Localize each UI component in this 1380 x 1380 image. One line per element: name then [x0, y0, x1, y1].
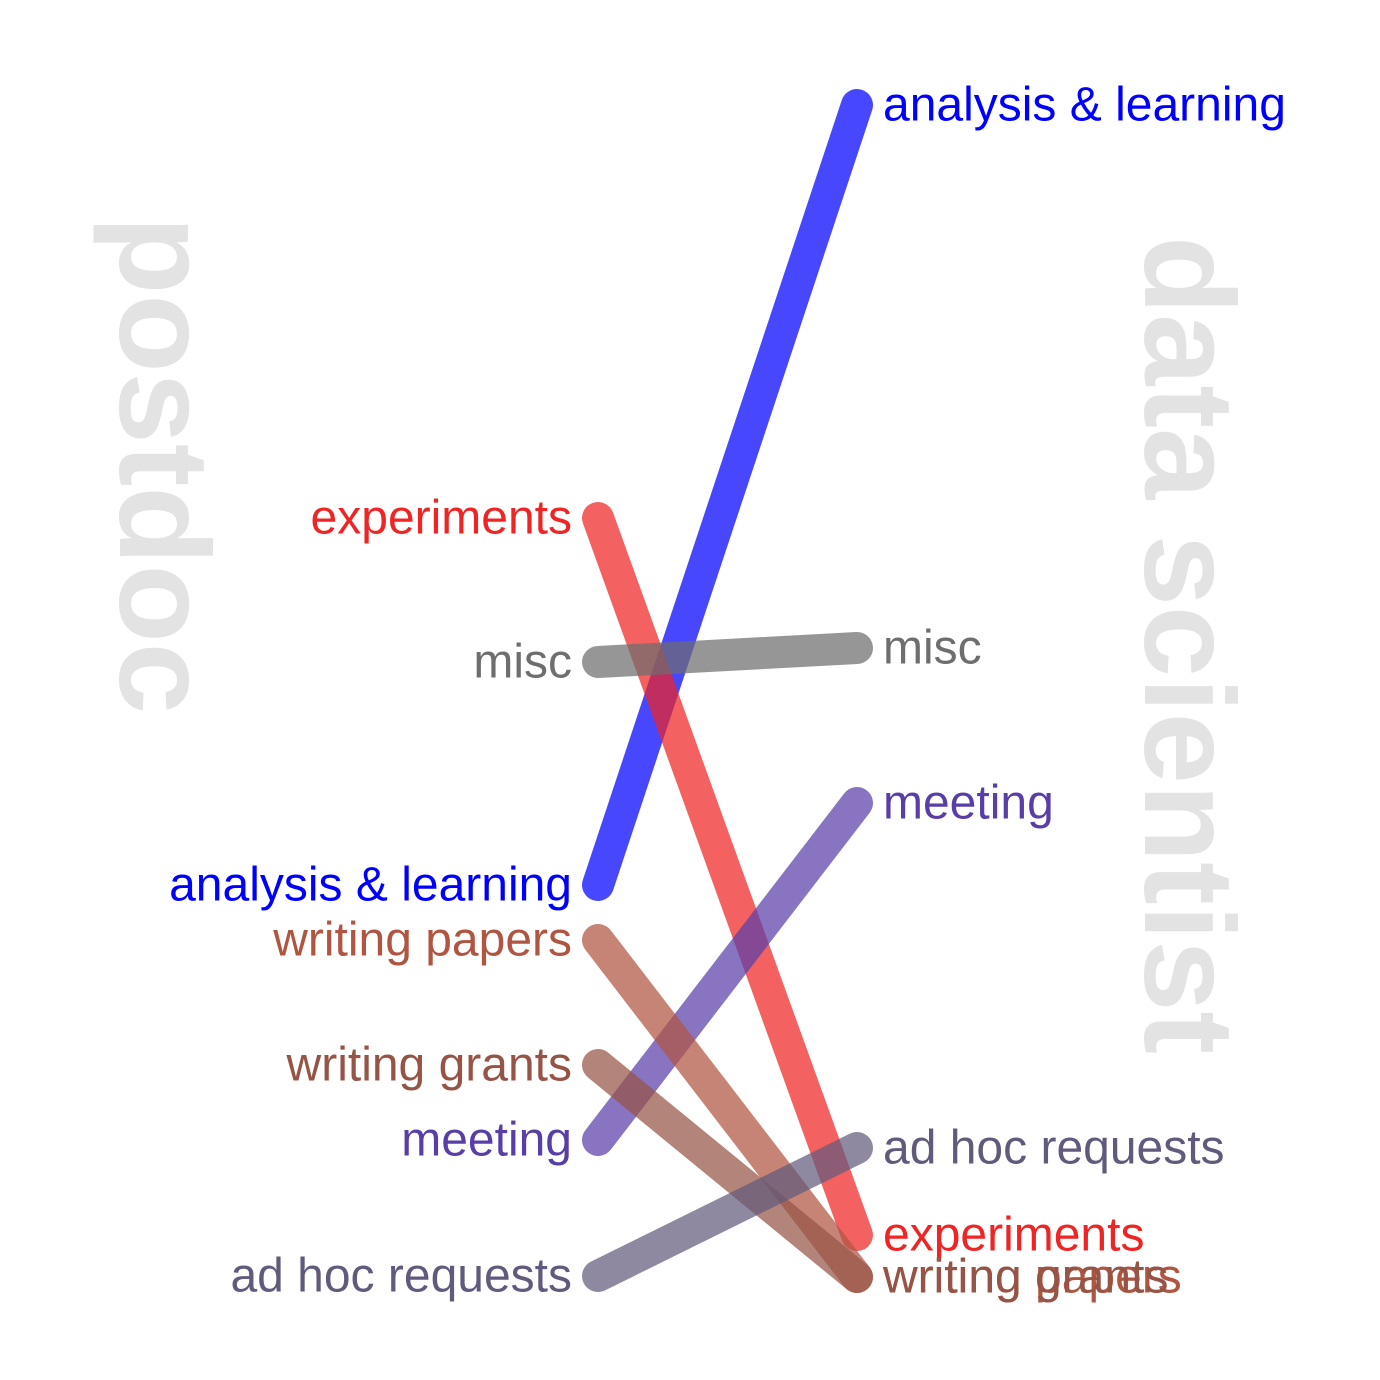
left-label-meeting: meeting	[401, 1114, 572, 1167]
right-label-ad-hoc-requests: ad hoc requests	[883, 1122, 1225, 1175]
right-label-writing-papers: writing papers	[882, 1251, 1182, 1304]
series-line-analysis-learning	[582, 89, 873, 901]
right-label-misc: misc	[883, 622, 982, 675]
left-axis-title: postdoc	[92, 216, 235, 714]
left-label-ad-hoc-requests: ad hoc requests	[230, 1250, 572, 1303]
series-line-experiments	[582, 502, 873, 1251]
right-axis-title: data scientist	[1117, 236, 1260, 1054]
right-label-experiments: experiments	[883, 1209, 1144, 1262]
series-line-ad-hoc-requests	[582, 1132, 873, 1292]
series-line-misc	[582, 632, 873, 678]
left-label-experiments: experiments	[311, 492, 572, 545]
right-label-writing-grants: writing grants	[882, 1251, 1168, 1304]
left-label-analysis-learning: analysis & learning	[169, 859, 572, 912]
right-label-meeting: meeting	[883, 777, 1054, 830]
series-labels: analysis & learning analysis & learning ex…	[169, 79, 1286, 1304]
series-line-writing-grants	[582, 1049, 873, 1293]
series-line-writing-papers	[582, 924, 873, 1293]
series-lines	[582, 89, 873, 1293]
left-label-writing-grants: writing grants	[286, 1039, 572, 1092]
left-label-misc: misc	[473, 636, 572, 689]
left-label-writing-papers: writing papers	[272, 914, 572, 967]
right-label-analysis-learning: analysis & learning	[883, 79, 1286, 132]
